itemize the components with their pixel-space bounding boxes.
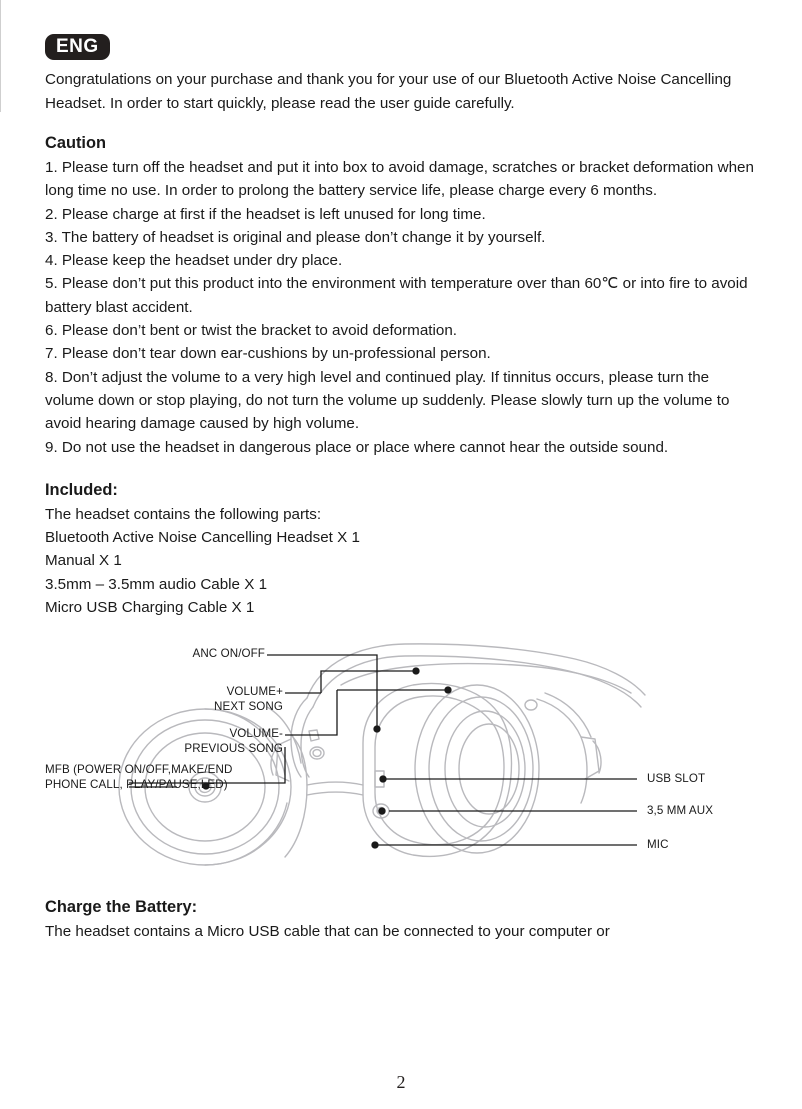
callout-mfb: MFB (POWER ON/OFF,MAKE/END PHONE CALL, P…	[45, 763, 295, 792]
caution-item: 9. Do not use the headset in dangerous p…	[45, 438, 669, 456]
callout-line: VOLUME-	[229, 727, 283, 741]
callout-line: 3,5 MM AUX	[647, 804, 714, 818]
included-item: 3.5mm – 3.5mm audio Cable X 1	[45, 575, 268, 593]
callout-line: USB SLOT	[647, 772, 706, 786]
included-item: Manual X 1	[45, 552, 122, 570]
callout-volume-down-previous-song: VOLUME- PREVIOUS SONG	[85, 727, 283, 756]
callout-line: PREVIOUS SONG	[184, 741, 283, 755]
headset-diagram: ANC ON/OFF VOLUME+ NEXT SONG VOLUME- PRE…	[45, 635, 757, 880]
caution-item: 8. Don’t adjust the volume to a very hig…	[45, 368, 730, 433]
callout-line: MIC	[647, 838, 669, 852]
caution-item: 5. Please don’t put this product into th…	[45, 275, 748, 316]
spacer	[45, 459, 757, 479]
headset-illustration	[118, 643, 646, 867]
callout-aux-jack: 3,5 MM AUX	[647, 804, 713, 818]
included-heading: Included:	[45, 480, 118, 499]
callout-anc-on-off: ANC ON/OFF	[105, 647, 265, 661]
caution-item: 4. Please keep the headset under dry pla…	[45, 252, 343, 270]
page-frame-line	[0, 0, 1, 112]
caution-item: 3. The battery of headset is original an…	[45, 228, 546, 246]
caution-heading: Caution	[45, 134, 107, 152]
caution-item: 7. Please don’t tear down ear-cushions b…	[45, 345, 491, 363]
page-number: 2	[396, 1072, 406, 1092]
caution-item: 1. Please turn off the headset and put i…	[45, 159, 754, 200]
charge-paragraph: The headset contains a Micro USB cable t…	[45, 923, 610, 941]
language-badge: ENG	[45, 34, 110, 60]
callout-line: ANC ON/OFF	[192, 647, 265, 661]
included-item: Micro USB Charging Cable X 1	[45, 599, 255, 617]
charge-heading: Charge the Battery:	[45, 898, 198, 917]
caution-item: 2. Please charge at first if the headset…	[45, 205, 486, 223]
callout-line: PHONE CALL, PLAY/PAUSE,LED)	[45, 777, 228, 791]
spacer	[45, 880, 757, 896]
page-content: ENG Congratulations on your purchase and…	[45, 34, 757, 944]
callout-mic: MIC	[647, 838, 669, 852]
caution-list: 1. Please turn off the headset and put i…	[45, 156, 757, 459]
callout-volume-up-next-song: VOLUME+ NEXT SONG	[105, 685, 283, 714]
intro-paragraph: Congratulations on your purchase and tha…	[45, 71, 732, 112]
callout-line: MFB (POWER ON/OFF,MAKE/END	[45, 763, 233, 777]
included-lead: The headset contains the following parts…	[45, 505, 322, 523]
callout-line: VOLUME+	[226, 685, 283, 699]
caution-item: 6. Please don’t bent or twist the bracke…	[45, 322, 457, 340]
included-item: Bluetooth Active Noise Cancelling Headse…	[45, 529, 360, 547]
callout-line: NEXT SONG	[214, 699, 283, 713]
callout-usb-slot: USB SLOT	[647, 772, 705, 786]
included-list: The headset contains the following parts…	[45, 503, 757, 619]
